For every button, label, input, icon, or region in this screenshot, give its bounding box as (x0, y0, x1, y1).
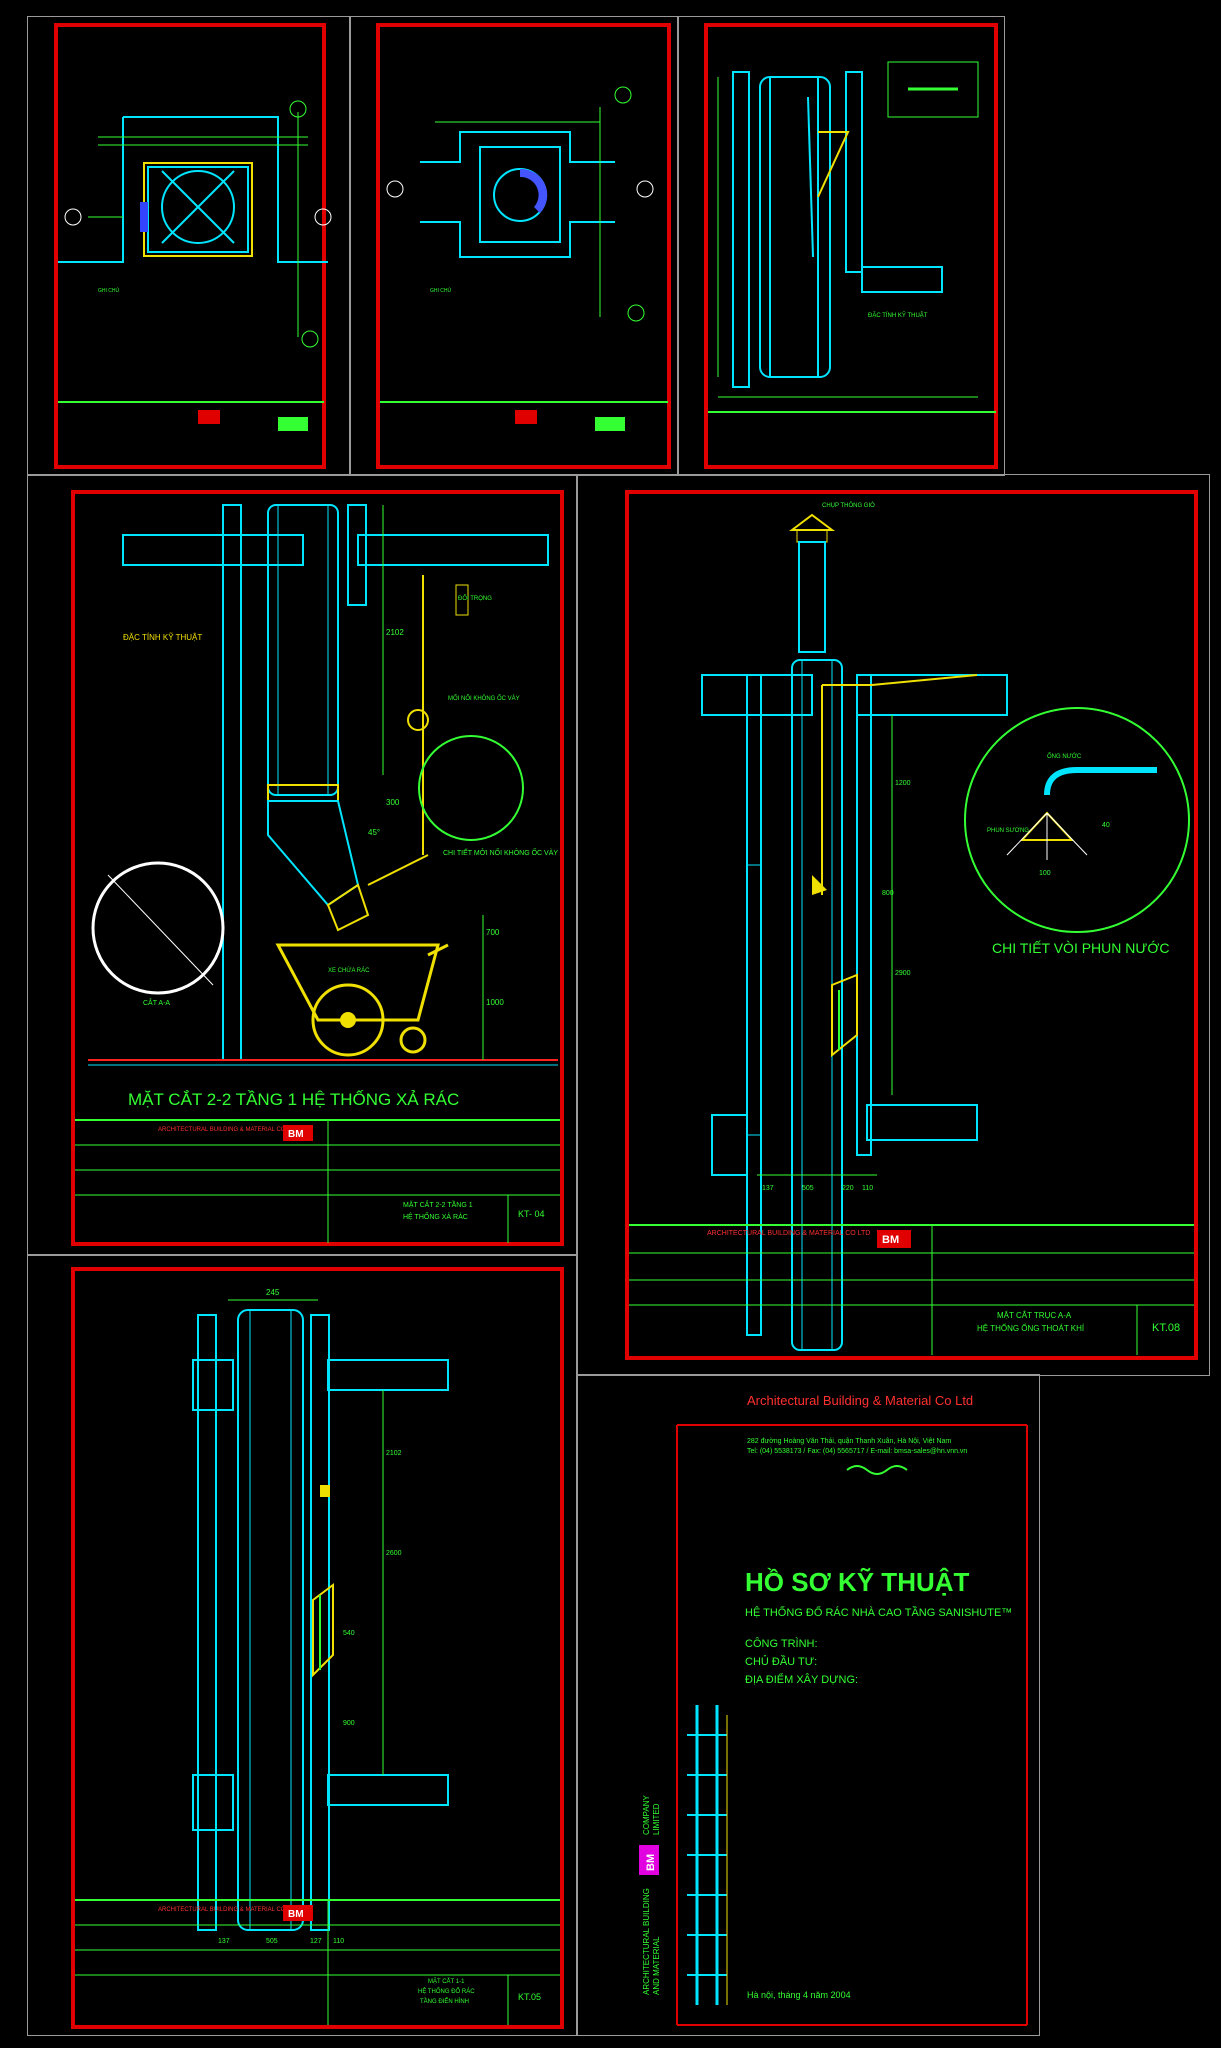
kt04-sheet-title-1: MẶT CẮT 2-2 TẦNG 1 (403, 1199, 473, 1209)
spec-heading: ĐẶC TÍNH KỸ THUẬT (123, 633, 202, 642)
kt05-drawing: 245 2102 2600 540 900 505 137 127 110 AR… (75, 1288, 560, 2025)
cover-company: Architectural Building & Material Co Ltd (747, 1393, 973, 1408)
logo: BM (882, 1234, 899, 1246)
elevation-drawing: ĐẶC TÍNH KỸ THUẬT (708, 61, 996, 413)
kt08-title: CHI TIẾT VÒI PHUN NƯỚC (992, 940, 1169, 956)
kt08-sheet-no: KT.08 (1152, 1322, 1180, 1334)
kt08-drawing: 1200 2900 800 505 137 220 110 100 40 CHỤ… (629, 502, 1194, 1355)
cover-contact: Tel: (04) 5538173 / Fax: (04) 5565717 / … (747, 1448, 967, 1455)
dim-540: 540 (343, 1630, 355, 1637)
cover-address: 282 đường Hoàng Văn Thái, quận Thanh Xuâ… (747, 1438, 951, 1445)
dim-2102: 2102 (386, 628, 404, 637)
cover-side-text-3: COMPANY (642, 1794, 651, 1835)
cap-label: CHỤP THÔNG GIÓ (822, 502, 875, 509)
dim-220: 220 (842, 1185, 854, 1192)
dim-110: 110 (862, 1185, 873, 1192)
kt04-title: MẶT CẮT 2-2 TẦNG 1 HỆ THỐNG XẢ RÁC (128, 1089, 459, 1109)
dim-100: 100 (1039, 870, 1051, 877)
kt05-sheet-title-3: TẦNG ĐIỂN HÌNH (420, 1998, 469, 2005)
section-aa-label: CẮT A-A (143, 998, 170, 1007)
dim-1000: 1000 (486, 998, 504, 1007)
sheet-frame (376, 23, 671, 469)
logo: BM (288, 1909, 304, 1920)
pipe-label: ỐNG NƯỚC (1047, 753, 1082, 760)
dim-110: 110 (333, 1938, 344, 1945)
cart-label: XE CHỨA RÁC (328, 967, 370, 974)
kt04-sheet-title-2: HỆ THỐNG XẢ RÁC (403, 1211, 468, 1221)
cover-project: CÔNG TRÌNH: (745, 1637, 818, 1650)
kt08-company: ARCHITECTURAL BUILDING & MATERIAL CO LTD (707, 1230, 870, 1237)
kt08-sheet-title-2: HỆ THỐNG ỐNG THOÁT KHÍ (977, 1323, 1085, 1333)
dim-800: 800 (882, 890, 894, 897)
kt05-company: ARCHITECTURAL BUILDING & MATERIAL CO LTD (158, 1907, 299, 1913)
svg-text:GHI CHÚ: GHI CHÚ (430, 287, 452, 294)
dim-2102: 2102 (386, 1450, 402, 1457)
dim-137: 137 (762, 1185, 774, 1192)
cover-side-text-2: AND MATERIAL (652, 1936, 661, 1995)
dim-137: 137 (218, 1938, 230, 1945)
ornament-icon (846, 1465, 908, 1475)
dim-127: 127 (310, 1938, 322, 1945)
kt04-company: ARCHITECTURAL BUILDING & MATERIAL CO LTD (158, 1127, 299, 1133)
sheet-kt08: 1200 2900 800 505 137 220 110 100 40 CHỤ… (576, 474, 1210, 1376)
dim-245: 245 (266, 1288, 280, 1297)
dim-505: 505 (266, 1938, 278, 1945)
sheet-frame (71, 490, 564, 1246)
dim-2900: 2900 (895, 970, 911, 977)
cover-side-text-1: ARCHITECTURAL BUILDING (642, 1888, 651, 1995)
svg-text:ĐẶC TÍNH KỸ THUẬT: ĐẶC TÍNH KỸ THUẬT (868, 312, 928, 319)
chute-miniature (687, 1705, 728, 2005)
cover-drawing: Architectural Building & Material Co Ltd… (639, 1393, 1028, 2026)
sheet-kt05: 245 2102 2600 540 900 505 137 127 110 AR… (27, 1254, 578, 2036)
cover-subtitle: HỆ THỐNG ĐỔ RÁC NHÀ CAO TẦNG SANISHUTE™ (745, 1605, 1012, 1619)
plan-2-drawing: GHI CHÚ (380, 86, 668, 431)
logo: BM (288, 1129, 304, 1140)
dim-700: 700 (486, 928, 500, 937)
svg-text:GHI CHÚ: GHI CHÚ (98, 287, 120, 294)
cover-location: ĐỊA ĐIỂM XÂY DỰNG: (745, 1673, 858, 1686)
sheet-elevation: ĐẶC TÍNH KỸ THUẬT (677, 16, 1005, 476)
cover-title: HỒ SƠ KỸ THUẬT (745, 1567, 970, 1597)
dim-angle: 45° (368, 828, 380, 837)
dim-2600: 2600 (386, 1550, 402, 1557)
hinge-label: MỐI NỐI KHÔNG ỐC VÀY (448, 695, 520, 702)
kt05-sheet-title-1: MẶT CẮT 1-1 (428, 1977, 465, 1985)
sheet-kt04: 2102 300 700 1000 45° ĐẶC TÍNH KỸ THUẬT … (27, 474, 578, 1256)
sheet-frame (54, 23, 326, 469)
cover-side-text-4: LIMITED (652, 1803, 661, 1835)
cover-date: Hà nội, tháng 4 năm 2004 (747, 1990, 851, 2000)
trash-cart (275, 943, 449, 1057)
sheet-frame (71, 1267, 564, 2029)
kt04-sheet-no: KT- 04 (518, 1209, 545, 1219)
dim-900: 900 (343, 1720, 355, 1727)
sheet-cover: Architectural Building & Material Co Ltd… (576, 1374, 1040, 2036)
dim-1200: 1200 (895, 780, 911, 787)
sheet-plan-1: GHI CHÚ (27, 16, 351, 476)
dim-505: 505 (802, 1185, 814, 1192)
plan-1-drawing: GHI CHÚ (58, 100, 332, 431)
cover-owner: CHỦ ĐẦU TƯ: (745, 1655, 817, 1668)
kt04-drawing: 2102 300 700 1000 45° ĐẶC TÍNH KỸ THUẬT … (75, 504, 560, 1243)
logo: BM (645, 1854, 657, 1871)
sheet-plan-2: GHI CHÚ (349, 16, 679, 476)
sheet-frame (625, 490, 1198, 1360)
spray-label: PHUN SƯƠNG (987, 828, 1029, 834)
kt05-sheet-title-2: HỆ THỐNG ĐỔ RÁC (418, 1987, 475, 1995)
kt08-sheet-title-1: MẶT CẮT TRỤC A-A (997, 1311, 1072, 1320)
hinge-detail-title: CHI TIẾT MỞI NỐI KHÔNG ỐC VÀY (443, 847, 558, 857)
kt05-sheet-no: KT.05 (518, 1992, 541, 2002)
dim-40: 40 (1102, 822, 1110, 829)
weight-label: ĐỐI TRỌNG (458, 595, 492, 602)
sheet-frame (704, 23, 998, 469)
dim-300: 300 (386, 798, 400, 807)
